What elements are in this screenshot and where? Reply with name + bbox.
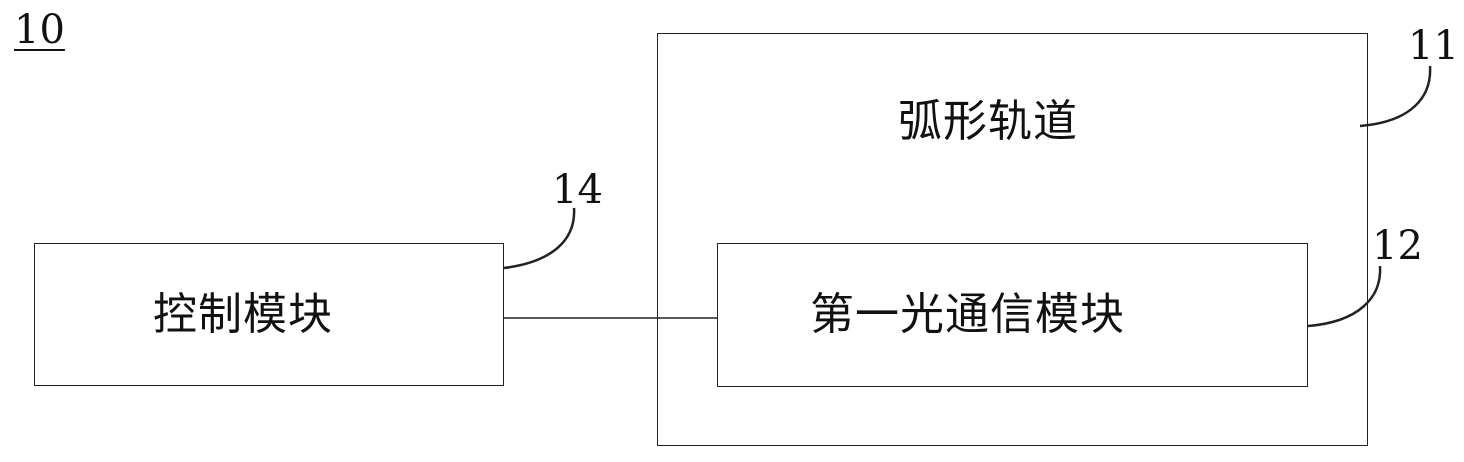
arc-track-box: 弧形轨道 [657,33,1368,446]
ref-number-control-module: 14 [552,167,603,213]
arc-track-label: 弧形轨道 [898,96,1078,147]
leader-line-control-module [503,207,576,270]
ref-number-optical-module: 12 [1372,223,1423,269]
leader-line-optical-module [1307,265,1382,328]
control-module-label: 控制模块 [153,289,333,340]
leader-line-arc-track [1359,65,1432,128]
optical-module-label: 第一光通信模块 [810,289,1125,340]
ref-number-arc-track: 11 [1408,23,1459,69]
optical-module-box: 第一光通信模块 [717,243,1308,387]
control-module-box: 控制模块 [34,243,504,386]
figure-number: 10 [14,7,65,53]
